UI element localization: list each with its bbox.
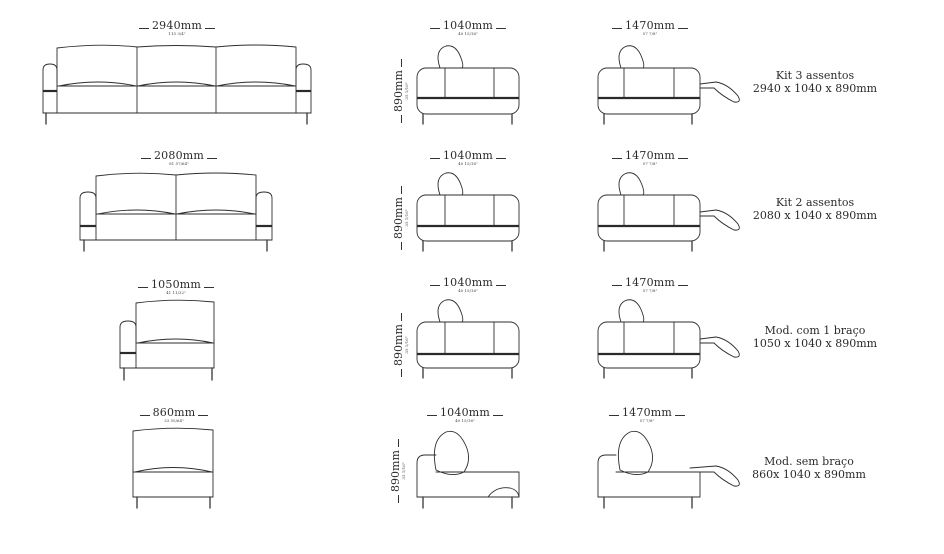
model-label: Kit 2 assentos 2080 x 1040 x 890mm (740, 196, 890, 222)
reclined-depth-mm: 1470mm (580, 277, 720, 288)
side-depth-in: 40 15/16" (458, 288, 478, 293)
height-mm: 890mm (389, 431, 402, 511)
model-dims: 2940 x 1040 x 890mm (752, 82, 878, 95)
reclined-depth-dim: 1470mm 57 7/8" (577, 407, 717, 423)
reclined-depth-mm: 1470mm (580, 20, 720, 31)
side-view-reclined-r1 (597, 45, 740, 125)
model-dims: 1050 x 1040 x 890mm (752, 337, 878, 350)
reclined-depth-dim: 1470mm 57 7/8" (580, 277, 720, 293)
model-name: Kit 2 assentos (775, 196, 855, 209)
height-in: 35 1/16" (404, 82, 409, 100)
model-label: Mod. com 1 braço 1050 x 1040 x 890mm (740, 324, 890, 350)
model-name: Mod. sem braço (764, 455, 854, 468)
reclined-depth-in: 57 7/8" (642, 31, 658, 36)
side-depth-dim: 1040mm 40 15/16" (398, 277, 538, 293)
height-in: 35 1/16" (404, 336, 409, 354)
front-view-3-seat (42, 44, 312, 125)
model-label: Kit 3 assentos 2940 x 1040 x 890mm (740, 69, 890, 95)
side-view-upright-r1 (416, 45, 520, 125)
height-dim: 890mm 35 1/16" (392, 305, 409, 385)
side-depth-in: 40 15/16" (458, 161, 478, 166)
height-mm: 890mm (392, 178, 405, 258)
front-width-mm: 2080mm (109, 150, 249, 161)
side-depth-dim: 1040mm 40 15/16" (395, 407, 535, 423)
reclined-depth-dim: 1470mm 57 7/8" (580, 20, 720, 36)
height-dim: 890mm 35 1/16" (389, 431, 406, 511)
front-width-in: 115 3/4" (168, 31, 186, 36)
model-dims: 2080 x 1040 x 890mm (752, 209, 878, 222)
height-mm: 890mm (392, 305, 405, 385)
reclined-depth-mm: 1470mm (577, 407, 717, 418)
front-view-armless (132, 427, 214, 509)
side-view-upright-armless (416, 430, 520, 509)
side-depth-dim: 1040mm 40 15/16" (398, 20, 538, 36)
front-width-mm: 860mm (104, 407, 244, 418)
height-dim: 890mm 35 1/16" (392, 178, 409, 258)
reclined-depth-in: 57 7/8" (642, 161, 658, 166)
reclined-depth-in: 57 7/8" (642, 288, 658, 293)
side-depth-in: 40 15/16" (458, 31, 478, 36)
reclined-depth-in: 57 7/8" (639, 418, 655, 423)
reclined-depth-dim: 1470mm 57 7/8" (580, 150, 720, 166)
front-width-mm: 2940mm (107, 20, 247, 31)
front-width-in: 81 57/64" (169, 161, 189, 166)
front-width-in: 41 11/32" (166, 290, 186, 295)
front-view-one-arm (119, 299, 215, 381)
side-depth-in: 40 15/16" (455, 418, 475, 423)
front-width-dim: 1050mm 41 11/32" (106, 279, 246, 295)
front-view-2-seat (79, 172, 273, 252)
reclined-depth-mm: 1470mm (580, 150, 720, 161)
side-view-reclined-r3 (597, 299, 740, 379)
side-view-reclined-armless (597, 430, 740, 509)
side-depth-dim: 1040mm 40 15/16" (398, 150, 538, 166)
side-depth-mm: 1040mm (398, 150, 538, 161)
front-width-dim: 2940mm 115 3/4" (107, 20, 247, 36)
front-width-in: 33 55/64" (164, 418, 184, 423)
side-depth-mm: 1040mm (398, 277, 538, 288)
model-name: Mod. com 1 braço (764, 324, 866, 337)
side-depth-mm: 1040mm (395, 407, 535, 418)
height-in: 35 1/16" (404, 209, 409, 227)
side-view-upright-r2 (416, 172, 520, 252)
model-label: Mod. sem braço 860x 1040 x 890mm (734, 455, 884, 481)
height-mm: 890mm (392, 51, 405, 131)
model-dims: 860x 1040 x 890mm (752, 468, 866, 481)
side-depth-mm: 1040mm (398, 20, 538, 31)
side-view-upright-r3 (416, 299, 520, 379)
side-view-reclined-r2 (597, 172, 740, 252)
height-in: 35 1/16" (401, 462, 406, 480)
height-dim: 890mm 35 1/16" (392, 51, 409, 131)
front-width-mm: 1050mm (106, 279, 246, 290)
front-width-dim: 860mm 33 55/64" (104, 407, 244, 423)
front-width-dim: 2080mm 81 57/64" (109, 150, 249, 166)
model-name: Kit 3 assentos (775, 69, 855, 82)
